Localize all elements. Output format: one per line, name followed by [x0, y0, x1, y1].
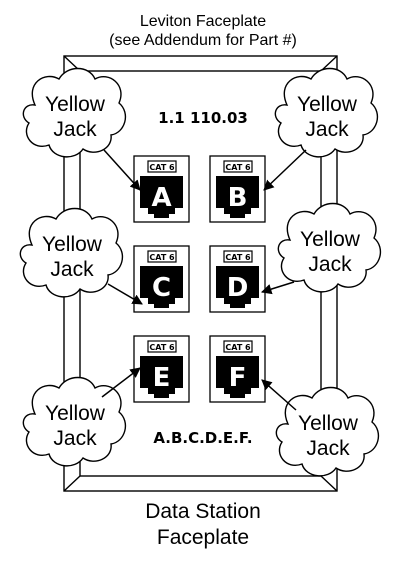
callout-d-line2: Jack [308, 253, 352, 276]
footer-line2: Faceplate [157, 526, 249, 549]
callout-d-line1: Yellow [300, 228, 361, 251]
callout-a-line2: Jack [53, 118, 97, 141]
callout-c-line1: Yellow [42, 233, 103, 256]
callout-b-line2: Jack [305, 118, 349, 141]
callout-b-line1: Yellow [297, 93, 358, 116]
jack-b-cat-label: CAT 6 [225, 163, 251, 172]
jack-d-letter: D [227, 273, 249, 303]
jack-a-cat-label: CAT 6 [149, 163, 175, 172]
callout-e-line1: Yellow [45, 402, 106, 425]
arrow-to-jack-e [101, 367, 141, 398]
jack-d-cat-label: CAT 6 [225, 253, 251, 262]
jack-c-cat-label: CAT 6 [149, 253, 175, 262]
jack-a: CAT 6 A [133, 155, 190, 223]
jack-e-letter: E [153, 363, 171, 393]
top-label: 1.1 110.03 [158, 109, 248, 127]
arrow-to-jack-c [107, 283, 143, 305]
jack-c: CAT 6 C [133, 245, 190, 313]
arrow-to-jack-f [261, 379, 297, 411]
jack-b-letter: B [228, 183, 248, 213]
callout-f-line2: Jack [306, 437, 350, 460]
jack-c-letter: C [152, 273, 171, 303]
callout-cloud-b: Yellow Jack [274, 67, 379, 158]
title-line1: Leviton Faceplate [140, 13, 266, 30]
callout-c-line2: Jack [50, 258, 94, 281]
callout-cloud-f: Yellow Jack [275, 386, 380, 477]
arrow-to-jack-b [263, 149, 307, 191]
jack-f-cat-label: CAT 6 [225, 343, 251, 352]
jack-a-letter: A [151, 183, 171, 213]
callout-cloud-d: Yellow Jack [277, 202, 382, 293]
callout-cloud-c: Yellow Jack [19, 207, 124, 298]
title-line2: (see Addendum for Part #) [109, 32, 297, 49]
jack-d: CAT 6 D [209, 245, 266, 313]
arrow-to-jack-a [103, 149, 141, 191]
callout-a-line1: Yellow [45, 93, 106, 116]
jack-b: CAT 6 B [209, 155, 266, 223]
footer-line1: Data Station [145, 500, 261, 523]
callout-f-line1: Yellow [298, 412, 359, 435]
jack-f: CAT 6 F [209, 335, 266, 403]
jack-e-cat-label: CAT 6 [149, 343, 175, 352]
bottom-label: A.B.C.D.E.F. [153, 429, 252, 447]
arrow-to-jack-d [260, 281, 295, 295]
callout-e-line2: Jack [53, 427, 97, 450]
jack-f-letter: F [229, 363, 247, 393]
jack-e: CAT 6 E [133, 335, 190, 403]
callout-arrows [101, 149, 307, 411]
callout-cloud-a: Yellow Jack [22, 67, 127, 158]
callout-cloud-e: Yellow Jack [22, 376, 127, 467]
